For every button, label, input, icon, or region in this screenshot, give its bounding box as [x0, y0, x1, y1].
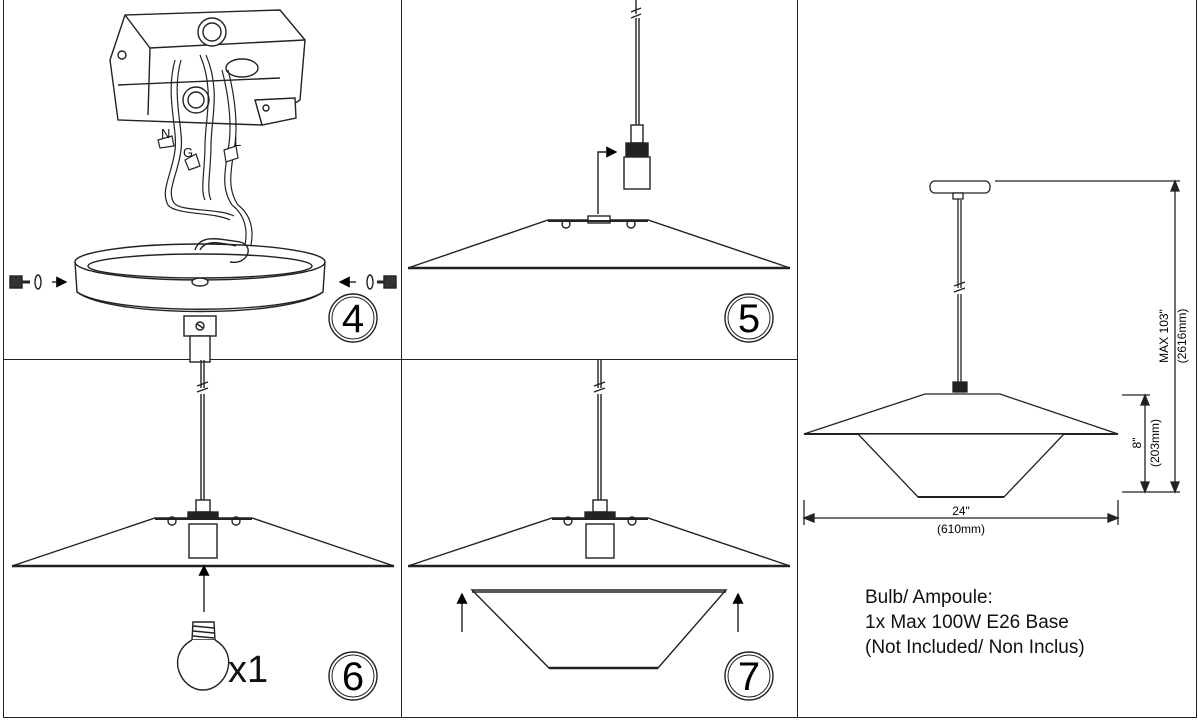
step-6-drawing: [11, 360, 395, 701]
width-label: 24": [952, 504, 970, 518]
bulb-spec: 1x Max 100W E26 Base: [865, 612, 1069, 633]
wires: [157, 54, 253, 246]
panel-step-5: [401, 0, 798, 360]
right-screw: [338, 274, 397, 290]
wire-label-neutral: N: [161, 126, 170, 141]
step-4-circle: [328, 293, 378, 343]
wire-label-live: L: [234, 134, 241, 149]
shade-height-label: 8": [1130, 438, 1144, 449]
height-max-mm-label: (2616mm): [1175, 309, 1189, 364]
wire-label-ground: G: [183, 145, 193, 160]
canopy: [74, 238, 326, 363]
height-max-label: MAX 103": [1157, 309, 1171, 363]
width-mm-label: (610mm): [937, 522, 985, 536]
panel-specs: [797, 0, 1197, 718]
step-5-drawing: [407, 0, 791, 343]
left-screw: [9, 274, 68, 290]
step-7-drawing: [407, 360, 791, 701]
bulb-icon: [176, 621, 230, 691]
step-4-number: 4: [342, 297, 364, 341]
bulb-quantity: x1: [228, 649, 268, 691]
bulb-heading: Bulb/ Ampoule:: [865, 587, 993, 608]
specs-drawing: [802, 179, 1180, 525]
bulb-info: Bulb/ Ampoule: 1x Max 100W E26 Base (Not…: [865, 585, 1085, 660]
step-6-number: 6: [342, 655, 364, 699]
shade-height-mm-label: (203mm): [1148, 419, 1162, 467]
step-7-number: 7: [738, 655, 760, 699]
step-5-number: 5: [738, 297, 760, 341]
junction-box: [109, 9, 306, 126]
bulb-note: (Not Included/ Non Inclus): [865, 637, 1085, 658]
step-4-drawing: [9, 9, 397, 363]
